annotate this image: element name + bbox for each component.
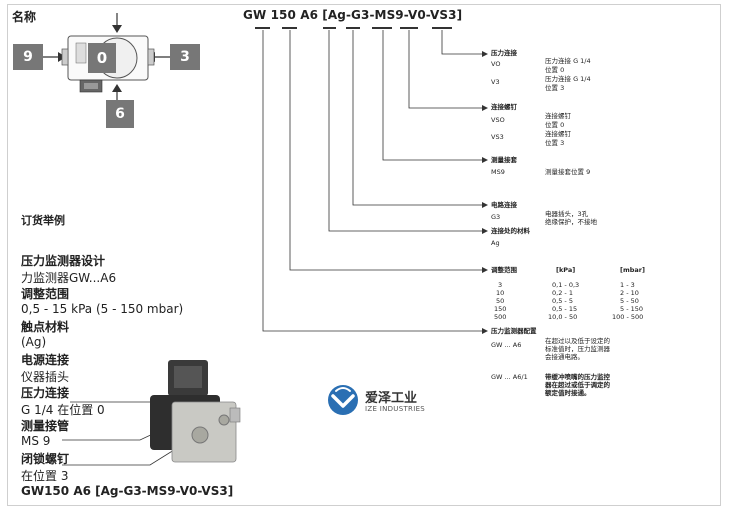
- spec-label-design: 压力监测器设计: [21, 254, 106, 268]
- spec-label-screw: 闭锁螺钉: [21, 452, 70, 466]
- opt-range-title: 调整范围: [491, 266, 517, 274]
- spec-value-screw: 在位置 3: [21, 469, 69, 483]
- datasheet-page: [7, 4, 721, 506]
- opt-power-title: 电路连接: [491, 201, 517, 209]
- opt-range-mbar-3: 5 - 150: [620, 305, 644, 313]
- spec-label-range: 调整范围: [21, 287, 70, 301]
- opt-range-kpa-2: 0,5 - 5: [552, 297, 573, 305]
- spec-label-measure: 测量接管: [21, 419, 70, 433]
- opt-design-desc-0a: 在超过以及低于设定的: [545, 337, 610, 345]
- opt-pressure-code-0: VO: [491, 60, 501, 68]
- opt-range-code-4: 500: [494, 313, 507, 321]
- opt-range-mbar-0: 1 - 3: [620, 281, 635, 289]
- opt-screw-desc-1a: 连接螺钉: [545, 130, 571, 138]
- opt-range-mbar-4: 100 - 500: [612, 313, 644, 321]
- opt-range-kpa-4: 10,0 - 50: [548, 313, 578, 321]
- opt-power-desc-0b: 绝缘保护，不接地: [545, 218, 597, 226]
- opt-measure-desc-0: 测量接套位置 9: [545, 168, 591, 176]
- opt-range-code-0: 3: [498, 281, 503, 289]
- opt-range-code-1: 10: [496, 289, 505, 297]
- opt-pressure-title: 压力连接: [491, 49, 517, 57]
- opt-design-desc-1c: 额定值时接通。: [545, 389, 591, 397]
- spec-label-pressure: 压力连接: [21, 386, 70, 400]
- spec-value-pressure: G 1/4 在位置 0: [21, 403, 105, 417]
- order-example-footer: GW150 A6 [Ag-G3-MS9-V0-VS3]: [21, 484, 234, 498]
- opt-design-desc-0b: 标准值时，压力监测器: [545, 345, 610, 353]
- opt-power-code-0: G3: [491, 213, 501, 221]
- opt-range-mbar-1: 2 - 10: [620, 289, 639, 297]
- opt-design-code-0: GW ... A6: [491, 341, 522, 349]
- position-badge-right: 3: [170, 44, 200, 70]
- opt-range-mbar-2: 5 - 50: [620, 297, 639, 305]
- opt-pressure-desc-1a: 压力连接 G 1/4: [545, 75, 591, 83]
- spec-value-measure: MS 9: [21, 434, 51, 448]
- position-badge-left: 9: [13, 44, 43, 70]
- company-logo-subtitle: IZE INDUSTRIES: [365, 405, 426, 413]
- opt-pressure-desc-0a: 压力连接 G 1/4: [545, 57, 591, 65]
- opt-range-code-3: 150: [494, 305, 507, 313]
- opt-range-kpa-0: 0,1 - 0,3: [552, 281, 580, 289]
- opt-range-col-mbar: [mbar]: [620, 266, 645, 274]
- page-heading: 名称: [12, 10, 37, 24]
- opt-design-desc-1b: 器在超过或低于调定的: [545, 381, 610, 389]
- opt-design-desc-1a: 带缓冲喷嘴的压力监控: [545, 373, 610, 381]
- opt-design-desc-0c: 会接通电路。: [545, 353, 584, 361]
- opt-pressure-desc-0b: 位置 0: [545, 66, 565, 74]
- position-badge-bottom: 6: [106, 100, 134, 128]
- opt-screw-desc-0a: 连接螺钉: [545, 112, 571, 120]
- opt-design-title: 压力监测器配置: [491, 327, 537, 335]
- opt-design-code-1: GW ... A6/1: [491, 373, 528, 381]
- opt-range-code-2: 50: [496, 297, 505, 305]
- opt-pressure-desc-1b: 位置 3: [545, 84, 565, 92]
- company-logo-name: 爱泽工业: [365, 391, 418, 406]
- order-code: GW 150 A6 [Ag-G3-MS9-V0-VS3]: [243, 8, 463, 22]
- order-example-title: 订货举例: [21, 214, 65, 227]
- opt-measure-code-0: MS9: [491, 168, 505, 176]
- opt-range-kpa-3: 0,5 - 15: [552, 305, 578, 313]
- opt-screw-code-1: VS3: [491, 133, 504, 141]
- opt-material-title: 连接处的材料: [491, 227, 530, 235]
- opt-range-col-kpa: [kPa]: [556, 266, 576, 274]
- opt-material-code-0: Ag: [491, 239, 500, 247]
- opt-measure-title: 测量接套: [491, 156, 517, 164]
- opt-screw-desc-1b: 位置 3: [545, 139, 565, 147]
- spec-value-material: (Ag): [21, 335, 47, 349]
- spec-label-power: 电源连接: [21, 353, 70, 367]
- spec-value-design: 力监测器GW...A6: [21, 271, 117, 285]
- opt-screw-desc-0b: 位置 0: [545, 121, 565, 129]
- opt-power-desc-0a: 电器插头，3孔: [545, 210, 589, 218]
- spec-label-material: 触点材料: [21, 320, 70, 334]
- opt-screw-code-0: VSO: [491, 116, 505, 124]
- spec-value-power: 仪器插头: [21, 370, 70, 384]
- position-badge-center: 0: [88, 43, 116, 73]
- opt-range-kpa-1: 0,2 - 1: [552, 289, 573, 297]
- spec-value-range: 0,5 - 15 kPa (5 - 150 mbar): [21, 302, 184, 316]
- opt-screw-title: 连接螺钉: [491, 103, 517, 111]
- opt-pressure-code-1: V3: [491, 78, 500, 86]
